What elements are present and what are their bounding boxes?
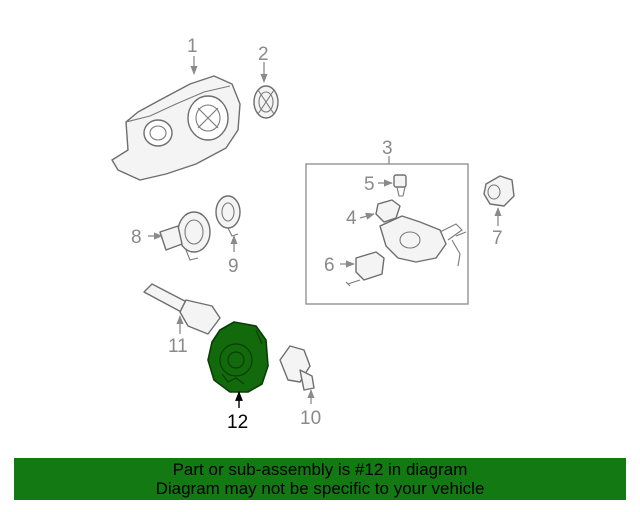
part-11-lever-switch <box>143 283 221 335</box>
callout-6: 6 <box>324 255 335 276</box>
callout-2: 2 <box>258 44 269 65</box>
part-8-bracket <box>159 211 211 261</box>
part-12-clock-spring <box>207 321 269 393</box>
callout-7: 7 <box>492 228 503 249</box>
callout-8: 8 <box>131 227 142 248</box>
parts-diagram: 1 2 3 5 4 6 7 <box>111 36 515 433</box>
callout-1: 1 <box>187 36 198 57</box>
part-2-lock-ring <box>253 85 279 119</box>
callout-3: 3 <box>382 138 393 159</box>
part-5-screw <box>393 174 407 197</box>
info-banner: Part or sub-assembly is #12 in diagram D… <box>14 458 626 500</box>
callout-11: 11 <box>168 336 188 357</box>
callout-4: 4 <box>346 208 357 229</box>
banner-line-2: Diagram may not be specific to your vehi… <box>155 479 485 498</box>
part-10-switch <box>279 345 315 391</box>
part-4-housing <box>375 199 467 267</box>
callout-5: 5 <box>364 174 375 195</box>
assembly-3-frame <box>305 163 469 305</box>
part-9-ring <box>215 195 241 237</box>
part-6-switch <box>345 251 385 287</box>
callout-10: 10 <box>300 408 321 429</box>
leader-4 <box>359 212 375 220</box>
part-1-column-cover <box>111 75 241 181</box>
part-7-cylinder <box>483 175 515 207</box>
banner-line-1: Part or sub-assembly is #12 in diagram <box>172 460 468 479</box>
callout-12: 12 <box>227 412 248 433</box>
callout-9: 9 <box>228 256 239 277</box>
